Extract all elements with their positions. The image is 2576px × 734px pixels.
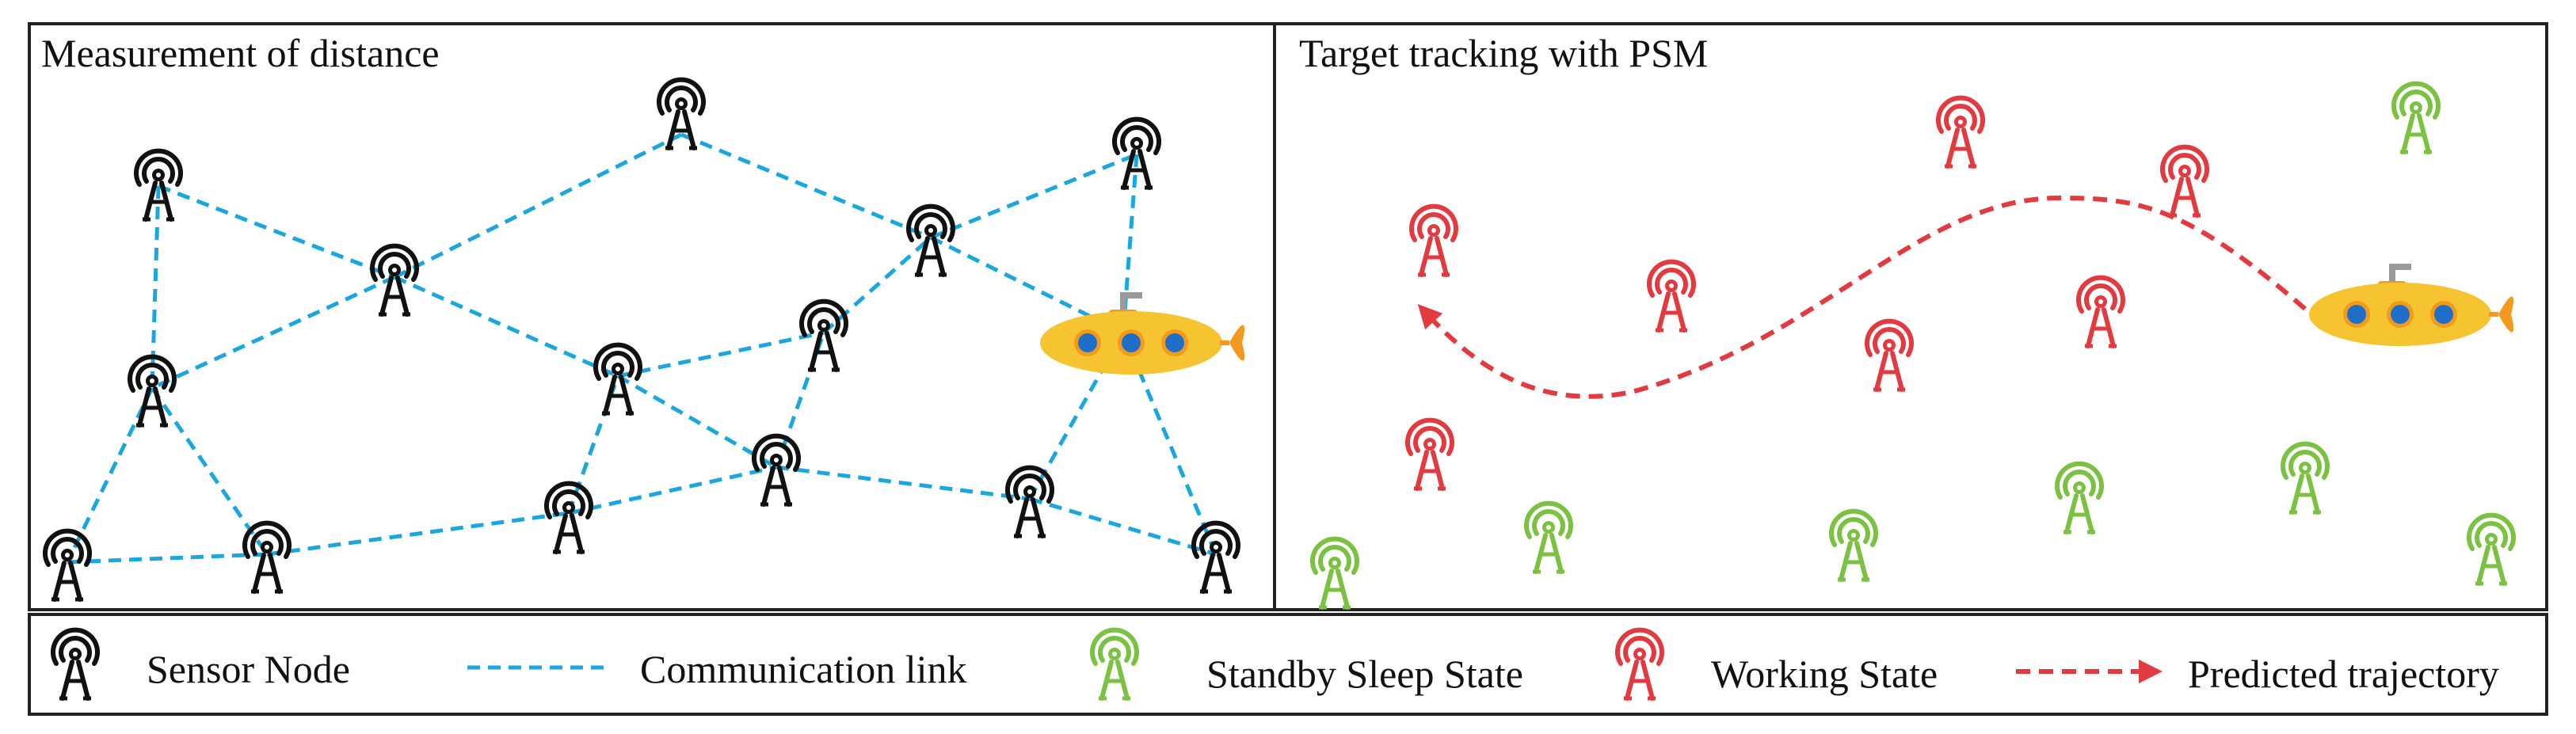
working-sensor-icon [1412,207,1456,275]
link [930,152,1137,240]
legend-communication-link-label: Communication link [640,647,966,691]
standby-sensor-icon [1526,504,1571,572]
working-sensor-icon [2163,147,2207,215]
link [393,132,683,280]
link [566,375,620,514]
standby-sensor-icon [2283,444,2327,512]
legend-standby-icon [1092,630,1137,698]
right-panel-frame [1273,22,2548,611]
standby-sensor-icon [2394,84,2438,152]
sensor-node-icon [909,207,953,275]
link [158,184,395,280]
link [929,235,1125,335]
standby-sensor-icon [1831,512,1876,580]
link [150,386,269,556]
link [151,275,396,390]
legend-standby-label: Standby Sleep State [1206,652,1523,696]
legend: Sensor Node Communication link Standby S… [53,630,2499,698]
working-sensor-icon [1938,98,1983,166]
sensor-node-icon [596,345,640,413]
standby-sensor-icon [2469,515,2513,584]
communication-links [65,132,1218,565]
link [616,374,778,470]
standby-sensor-icon [1313,539,1357,607]
sensor-node-icon [1194,523,1238,591]
link [266,511,570,557]
legend-sensor-node-label: Sensor Node [147,647,350,691]
link [1029,496,1217,557]
link [65,386,154,564]
sensor-node-icon [1008,468,1052,536]
sensor-node-icon [372,246,417,314]
working-sensor-icon [1649,262,1694,330]
legend-frame [28,613,2548,716]
link [617,330,825,378]
sensor-node-icon [547,484,591,552]
standby-sensor-icon [2057,464,2102,532]
legend-working-label: Working State [1711,652,1938,696]
working-sensor-icon [1408,420,1452,489]
link [568,465,777,515]
sensor-node-icon [45,531,90,599]
link [67,552,268,565]
link [680,132,932,240]
working-sensor-icon [1867,321,1911,390]
submarine-icon [2309,267,2513,346]
predicted-trajectory [1417,195,2307,399]
link [393,275,619,378]
working-sensor-icon [2079,278,2123,346]
legend-sensor-node-icon [53,630,97,698]
legend-working-icon [1618,630,1662,698]
left-panel-title: Measurement of distance [41,31,440,75]
link [822,236,932,334]
working-sensors [1408,98,2207,489]
link [775,465,1031,501]
link [150,185,161,389]
sensor-node-icon [659,80,703,148]
right-panel-title: Target tracking with PSM [1299,31,1708,75]
legend-trajectory-label: Predicted trajectory [2188,652,2499,696]
